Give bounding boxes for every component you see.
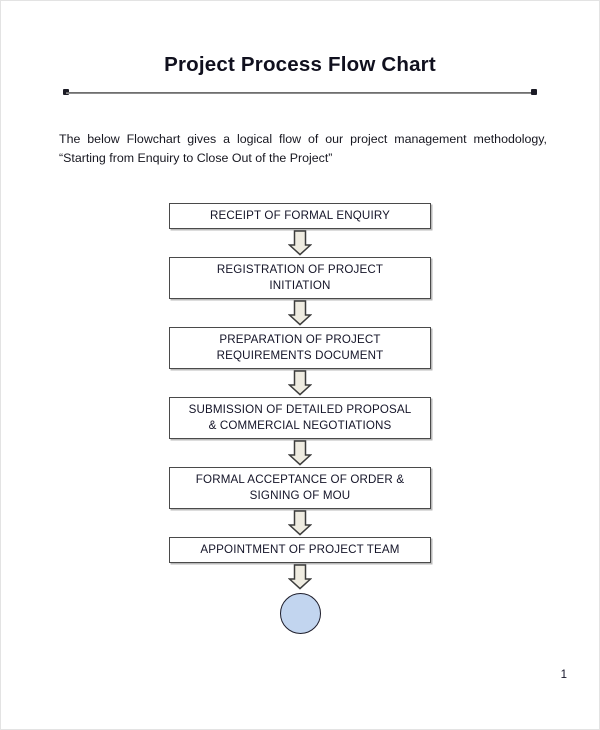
- flow-node-appointment-of-project-team[interactable]: APPOINTMENT OF PROJECT TEAM: [169, 536, 431, 563]
- flow-node-receipt-of-formal-enquiry[interactable]: RECEIPT OF FORMAL ENQUIRY: [169, 202, 431, 229]
- flow-node-label: RECEIPT OF FORMAL ENQUIRY: [209, 209, 391, 223]
- flowchart: RECEIPT OF FORMAL ENQUIRY REGISTRATION O…: [1, 202, 599, 634]
- flow-node-label-line-2: SIGNING OF MOU: [249, 488, 351, 502]
- page-title: Project Process Flow Chart: [164, 53, 436, 76]
- flow-node-label-line-1: FORMAL ACCEPTANCE OF ORDER &: [195, 473, 405, 487]
- arrow-down-icon: [288, 370, 312, 396]
- flow-node-label-line-2: INITIATION: [269, 278, 331, 292]
- arrow-down-icon: [288, 510, 312, 536]
- title-divider: [63, 88, 537, 97]
- flow-node-formal-acceptance-of-order[interactable]: FORMAL ACCEPTANCE OF ORDER & SIGNING OF …: [169, 466, 431, 509]
- title-block: Project Process Flow Chart: [1, 1, 599, 97]
- flow-connector-4-5: [288, 439, 312, 467]
- flow-node-label-line-1: PREPARATION OF PROJECT: [219, 333, 381, 347]
- flow-node-label: REGISTRATION OF PROJECT INITIATION: [217, 262, 383, 293]
- flow-connector-6-7: [288, 563, 312, 591]
- flow-node-terminator-circle[interactable]: [279, 592, 321, 634]
- flow-connector-2-3: [288, 299, 312, 327]
- divider-dot-right: [531, 88, 537, 95]
- flow-connector-5-6: [288, 509, 312, 537]
- arrow-down-icon: [288, 230, 312, 256]
- flow-node-label: APPOINTMENT OF PROJECT TEAM: [200, 543, 400, 557]
- flow-node-label: FORMAL ACCEPTANCE OF ORDER & SIGNING OF …: [196, 472, 404, 503]
- arrow-down-icon: [288, 564, 312, 590]
- arrow-down-icon: [288, 440, 312, 466]
- flow-connector-3-4: [288, 369, 312, 397]
- flow-node-label-line-2: & COMMERCIAL NEGOTIATIONS: [208, 418, 392, 432]
- flow-node-label-line-2: REQUIREMENTS DOCUMENT: [216, 348, 384, 362]
- flow-node-label-line-1: REGISTRATION OF PROJECT: [216, 263, 384, 277]
- flow-node-preparation-of-project-requirements-document[interactable]: PREPARATION OF PROJECT REQUIREMENTS DOCU…: [169, 326, 431, 369]
- divider-line: [66, 91, 534, 94]
- flow-node-submission-of-detailed-proposal[interactable]: SUBMISSION OF DETAILED PROPOSAL & COMMER…: [169, 396, 431, 439]
- flow-node-registration-of-project-initiation[interactable]: REGISTRATION OF PROJECT INITIATION: [169, 256, 431, 299]
- flow-node-label: PREPARATION OF PROJECT REQUIREMENTS DOCU…: [217, 332, 384, 363]
- flow-node-label-line-1: SUBMISSION OF DETAILED PROPOSAL: [188, 403, 412, 417]
- flow-node-label: SUBMISSION OF DETAILED PROPOSAL & COMMER…: [189, 402, 412, 433]
- page-number: 1: [560, 669, 567, 681]
- intro-paragraph: The below Flowchart gives a logical flow…: [59, 131, 547, 166]
- arrow-down-icon: [288, 300, 312, 326]
- flow-connector-1-2: [288, 229, 312, 257]
